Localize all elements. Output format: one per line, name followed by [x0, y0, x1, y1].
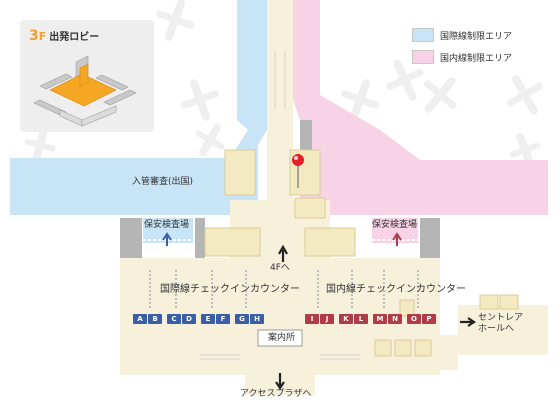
- arrow-up-dom-security: [392, 232, 402, 246]
- security-left-label: 保安検査場: [144, 220, 190, 230]
- counter-badge-d: D: [182, 314, 196, 324]
- to-hall-label: セントレア ホールへ: [478, 313, 524, 334]
- counter-badge-p: P: [422, 314, 436, 324]
- terminal-3d-diagram: [33, 55, 137, 127]
- immigration-label: 入管審査(出国): [132, 177, 194, 187]
- info-desk: [257, 329, 303, 347]
- counter-badge-n: N: [388, 314, 402, 324]
- arrow-right-hall: [460, 317, 476, 327]
- to-4f-label: 4Fへ: [270, 263, 290, 273]
- counter-badge-a: A: [133, 314, 147, 324]
- counter-badge-b: B: [148, 314, 162, 324]
- arrow-up-intl-security: [162, 232, 172, 246]
- info-desk-label: 案内所: [268, 333, 296, 343]
- escalators: [200, 50, 360, 360]
- arrow-down-access-plaza: [275, 373, 285, 390]
- counter-badge-j: J: [320, 314, 334, 324]
- intl-counter-rows: [149, 270, 247, 310]
- legend-item-domestic: 国内線制限エリア: [412, 49, 512, 65]
- legend-item-international: 国際線制限エリア: [412, 27, 512, 43]
- current-location-pin: [292, 154, 304, 188]
- background-aircraft: [24, 0, 543, 168]
- counter-badge-e: E: [201, 314, 215, 324]
- legend-swatch-international: [412, 28, 434, 42]
- counter-badge-c: C: [167, 314, 181, 324]
- counter-badge-f: F: [216, 314, 230, 324]
- counter-badge-i: I: [305, 314, 319, 324]
- floor-name: 出発ロビー: [49, 32, 100, 43]
- counter-badge-m: M: [373, 314, 387, 324]
- counter-badge-g: G: [235, 314, 249, 324]
- dom-counter-rows: [317, 270, 419, 310]
- direction-arrows: [162, 232, 476, 390]
- dom-checkin-label: 国内線チェックインカウンター: [326, 284, 466, 295]
- shop-blocks: [204, 149, 519, 357]
- counter-badge-o: O: [407, 314, 421, 324]
- legend-swatch-domestic: [412, 50, 434, 64]
- map-legend: 国際線制限エリア 国内線制限エリア: [412, 27, 512, 71]
- legend-label-international: 国際線制限エリア: [440, 31, 513, 42]
- floor-number: 3: [29, 28, 39, 44]
- counter-badge-l: L: [354, 314, 368, 324]
- to-access-plaza-label: アクセスプラザへ: [240, 389, 312, 399]
- floor-suffix: F: [38, 30, 47, 43]
- domestic-restricted-area: [293, 0, 548, 243]
- security-right-label: 保安検査場: [372, 220, 418, 230]
- counter-badge-k: K: [339, 314, 353, 324]
- legend-label-domestic: 国内線制限エリア: [440, 53, 513, 64]
- intl-checkin-label: 国際線チェックインカウンター: [160, 284, 300, 295]
- counter-badge-h: H: [250, 314, 264, 324]
- arrow-up-4f: [278, 244, 288, 262]
